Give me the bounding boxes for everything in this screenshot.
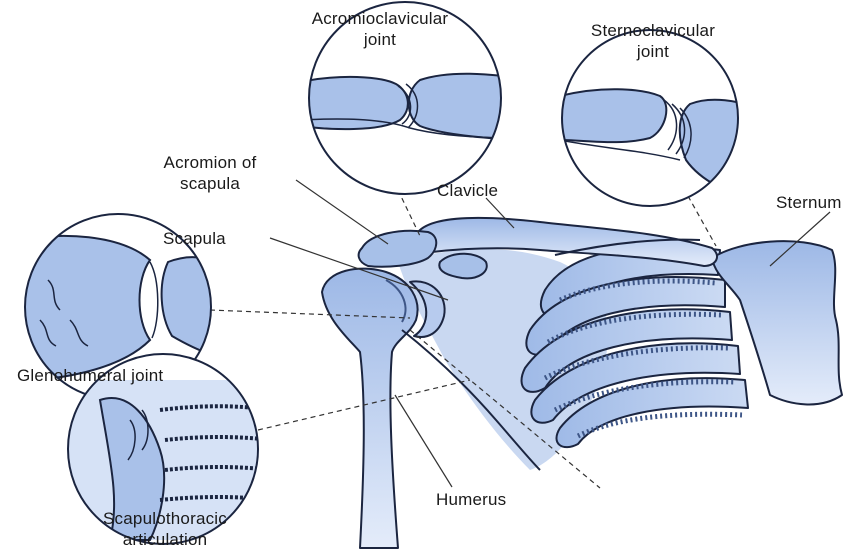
label-sternoclavicular-joint: Sternoclavicular joint <box>548 20 758 62</box>
label-acromioclavicular-line2: joint <box>270 29 490 50</box>
label-clavicle: Clavicle <box>437 180 498 201</box>
label-acromioclavicular-line1: Acromioclavicular <box>270 8 490 29</box>
label-sternoclavicular-line2: joint <box>548 41 758 62</box>
leader-humerus <box>395 395 452 487</box>
label-scapula: Scapula <box>163 228 226 249</box>
rib-cage <box>522 246 748 447</box>
label-scapulothoracic-line1: Scapulothoracic <box>60 508 270 529</box>
label-acromioclavicular-joint: Acromioclavicular joint <box>270 8 490 50</box>
label-acromion-of-scapula: Acromion of scapula <box>120 152 300 194</box>
label-acromion-line2: scapula <box>120 173 300 194</box>
label-sternum: Sternum <box>776 192 842 213</box>
coracoid-bone <box>439 254 486 279</box>
leader-acromioclavicular <box>398 190 420 236</box>
main-skeleton <box>322 218 842 548</box>
leader-sternoclavicular <box>688 196 716 246</box>
label-acromion-line1: Acromion of <box>120 152 300 173</box>
label-glenohumeral-joint: Glenohumeral joint <box>17 365 163 386</box>
label-sternoclavicular-line1: Sternoclavicular <box>548 20 758 41</box>
label-humerus: Humerus <box>436 489 506 510</box>
label-scapulothoracic-line2: articulation <box>60 529 270 550</box>
label-scapulothoracic-articulation: Scapulothoracic articulation <box>60 508 270 550</box>
